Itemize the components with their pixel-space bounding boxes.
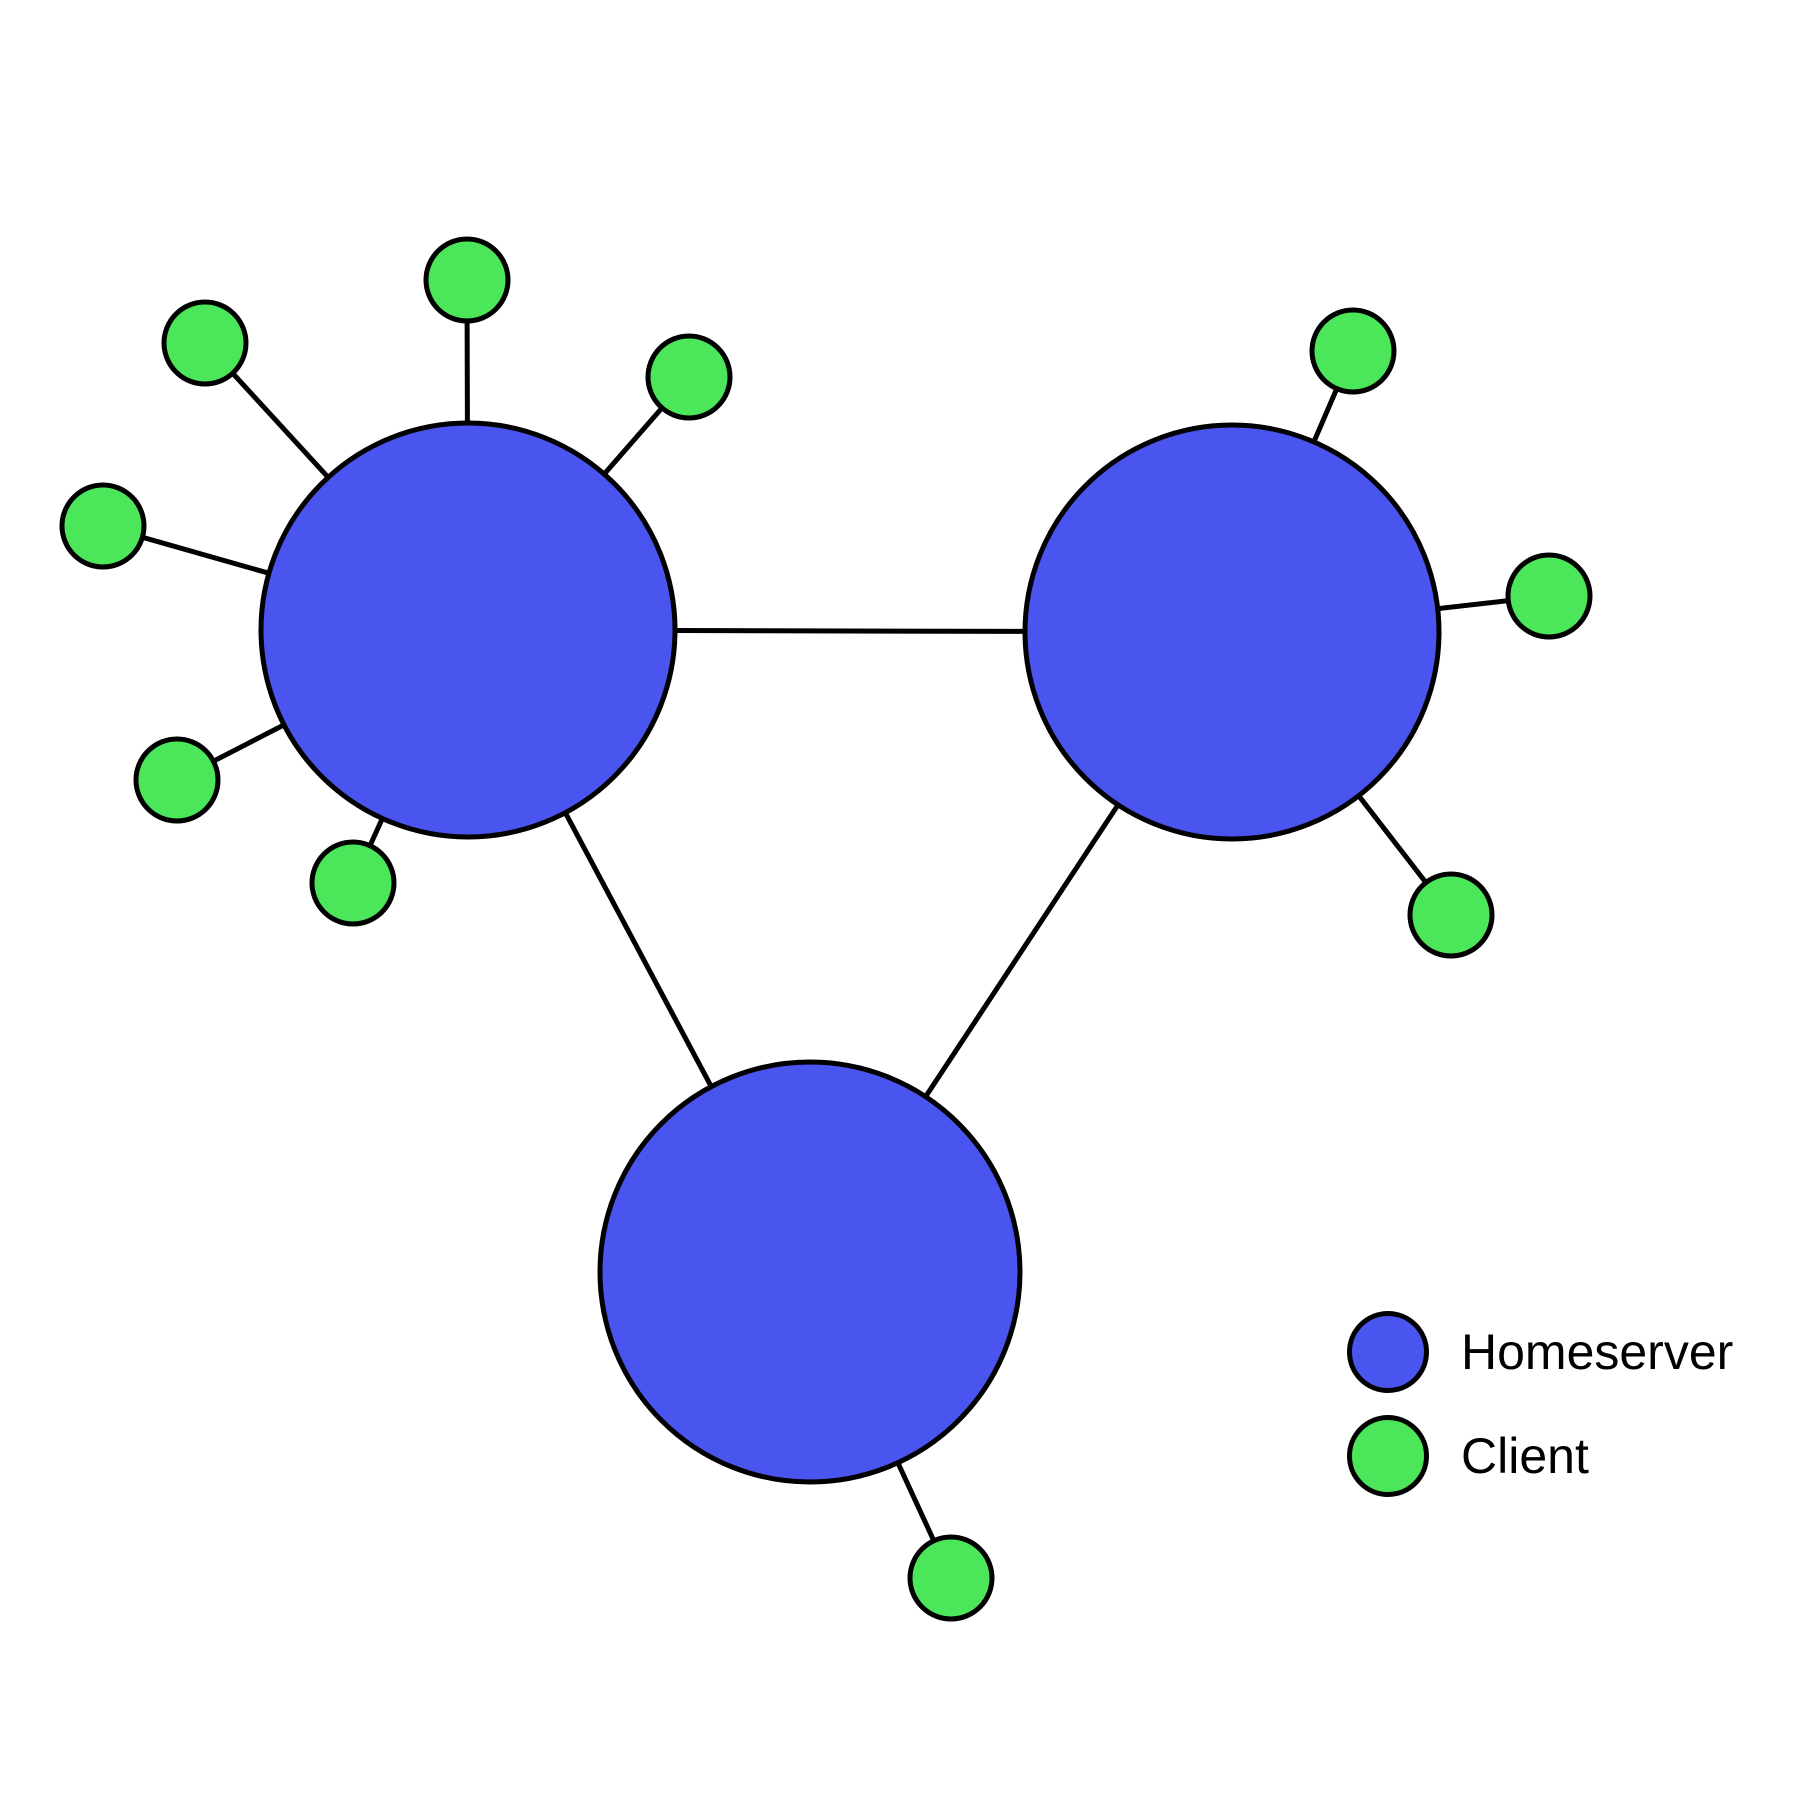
legend-label-homeserver: Homeserver [1461,1324,1734,1380]
client-swatch-icon [1347,1415,1429,1497]
client-node-hs1-c1 [423,236,511,324]
legend: Homeserver Client [1347,1311,1733,1497]
legend-row-client: Client [1347,1415,1733,1497]
legend-row-homeserver: Homeserver [1347,1311,1733,1393]
homeserver-swatch-icon [1347,1311,1429,1393]
legend-label-client: Client [1461,1428,1589,1484]
client-node-hs1-c6 [645,333,733,421]
client-node-hs1-c3 [59,482,147,570]
client-node-hs1-c5 [309,839,397,927]
client-node-hs1-c4 [133,736,221,824]
client-node-hs2-c3 [1407,871,1495,959]
homeserver-node-hs2 [1022,422,1442,842]
client-node-hs1-c2 [161,299,249,387]
client-node-hs2-c2 [1505,552,1593,640]
client-node-hs2-c1 [1309,307,1397,395]
client-node-hs3-c1 [907,1534,995,1622]
homeserver-node-hs3 [597,1059,1023,1485]
homeserver-node-hs1 [258,420,678,840]
